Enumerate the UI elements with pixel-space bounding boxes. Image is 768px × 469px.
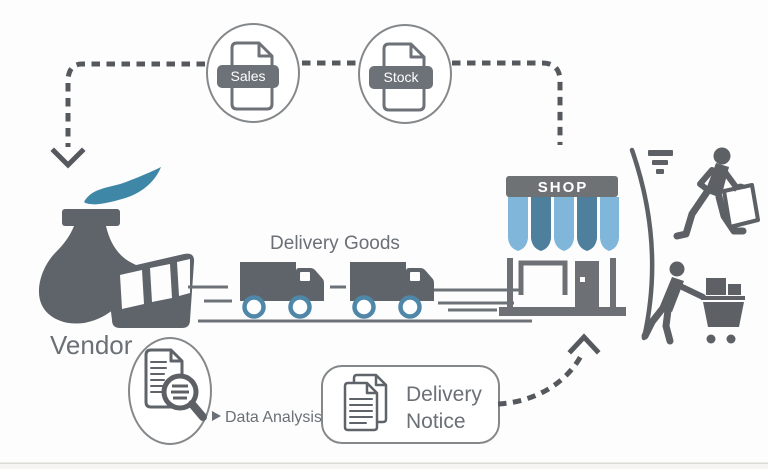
flow-notice-to-shop [497, 333, 601, 407]
vendor-label: Vendor [50, 330, 133, 360]
truck-icon [240, 262, 324, 319]
divider-arc [629, 147, 655, 341]
triangle-bullet-icon [212, 411, 221, 421]
factory-windows [120, 259, 190, 309]
shop-sign [506, 176, 618, 197]
arrow-down-icon [50, 147, 86, 169]
vendor-node: Vendor [38, 167, 195, 360]
speed-lines [188, 285, 519, 312]
flow-stock-to-shop [452, 60, 563, 145]
arrow-up-icon [567, 333, 601, 355]
shopping-bag-icon [722, 183, 760, 229]
shop-door [575, 261, 599, 311]
delivery-notice-line2: Notice [406, 410, 466, 433]
sales-badge [217, 65, 279, 88]
data-analysis-node: Data Analysis [128, 337, 322, 445]
truck-icon [350, 262, 434, 319]
sales-report-node: Sales [206, 23, 300, 123]
smoke-icon [84, 167, 161, 205]
factory-icon [38, 209, 195, 328]
shop-node: SHOP [499, 176, 626, 316]
documents-icon [343, 373, 388, 432]
data-analysis-label: Data Analysis [225, 409, 322, 426]
stock-badge-label: Stock [383, 69, 419, 85]
sales-badge-label: Sales [230, 68, 265, 84]
awning [508, 197, 619, 251]
stock-badge [369, 66, 433, 89]
delivery-notice-node: Delivery Notice [321, 365, 500, 444]
shop-sign-label: SHOP [538, 179, 589, 196]
cart-shopper-icon [641, 261, 745, 345]
delivery-node: Delivery Goods [188, 233, 532, 323]
delivery-notice-line1: Delivery [406, 383, 482, 406]
flow-sales-to-vendor [50, 61, 205, 169]
storefront-icon [499, 258, 626, 316]
signal-icon [648, 150, 673, 174]
stock-report-node: Stock [358, 24, 452, 124]
shopping-cart-icon [701, 278, 745, 344]
walking-shopper-icon [673, 147, 760, 240]
delivery-goods-label: Delivery Goods [270, 233, 400, 254]
document-magnifier-icon [144, 348, 207, 421]
bottom-edge [0, 462, 768, 469]
